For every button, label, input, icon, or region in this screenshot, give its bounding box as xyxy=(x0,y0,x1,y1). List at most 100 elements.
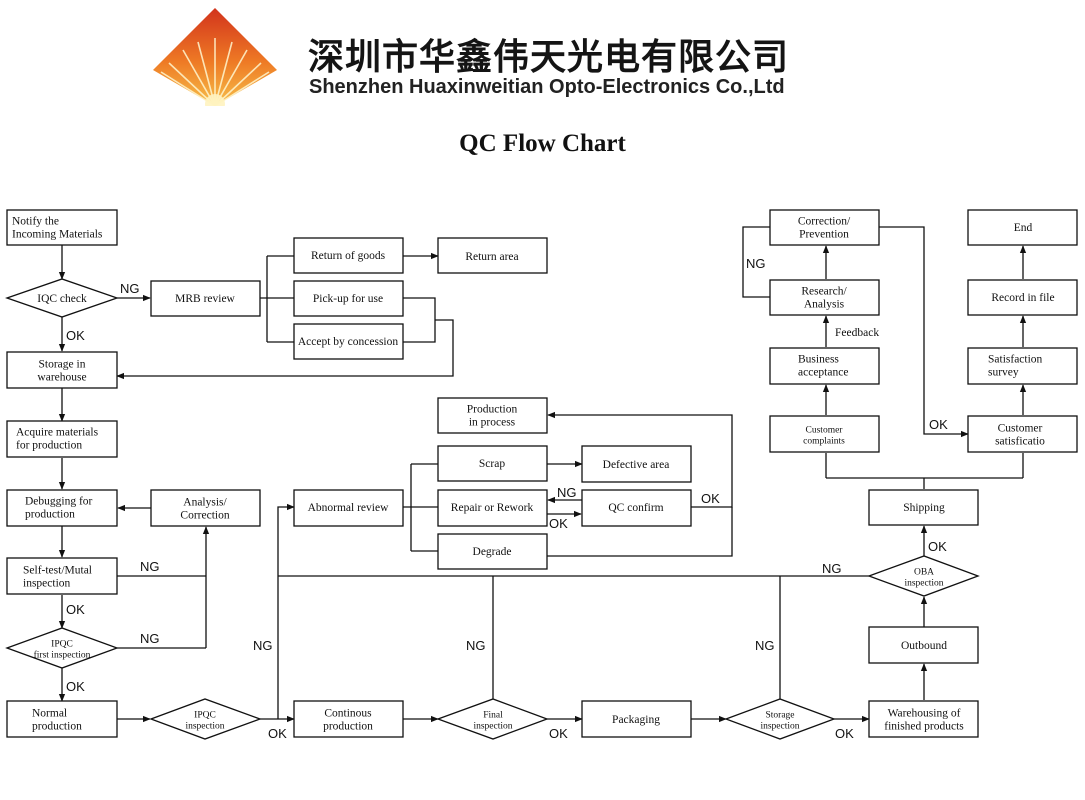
node-degrade-box xyxy=(437,533,548,570)
research-label: Research/Analysis xyxy=(801,286,847,311)
node-debug-box xyxy=(6,489,118,527)
node-selftest-box xyxy=(6,557,118,595)
edge-pickup-concession-join xyxy=(403,297,436,343)
record-label: Record in file xyxy=(991,292,1054,304)
node-storage-box xyxy=(6,351,118,389)
pickup-label: Pick-up for use xyxy=(313,293,383,305)
edge-degrade-join xyxy=(547,507,733,557)
node-packaging-box xyxy=(581,700,692,738)
ok-label-ipqc: OK xyxy=(268,726,287,741)
node-prodprocess-box xyxy=(437,397,548,434)
edge-mrb-fan xyxy=(260,255,294,343)
ng-label-selftest: NG xyxy=(140,559,160,574)
iqc-label: IQC check xyxy=(37,293,87,305)
node-shipping-box xyxy=(868,489,979,526)
node-acquire-box xyxy=(6,420,118,458)
flow-connectors xyxy=(58,226,1027,723)
node-oba-diamond xyxy=(867,555,980,597)
node-analysis-box xyxy=(150,489,261,527)
feedback-label: Feedback xyxy=(835,327,879,339)
scrap-label: Scrap xyxy=(479,458,505,470)
node-ipqcfirst-diamond xyxy=(5,627,119,669)
ok-label-iqc: OK xyxy=(66,328,85,343)
node-warehousing-box xyxy=(868,700,979,738)
flow-nodes xyxy=(5,209,1078,740)
company-name-english: Shenzhen Huaxinweitian Opto-Electronics … xyxy=(309,76,785,98)
qcconfirm-label: QC confirm xyxy=(608,502,663,514)
node-normal-box xyxy=(6,700,118,738)
node-concession-box xyxy=(293,323,404,360)
ng-label-ipqcfirst: NG xyxy=(140,631,160,646)
edge-abnormal-fan xyxy=(403,463,438,552)
node-storageinsp-diamond xyxy=(724,698,836,740)
packaging-label: Packaging xyxy=(612,714,660,726)
node-returnarea-box xyxy=(437,237,548,274)
node-abnormal-box xyxy=(293,489,404,527)
node-qcconfirm-box xyxy=(581,489,692,527)
node-research-box xyxy=(769,279,880,316)
node-defective-box xyxy=(581,445,692,483)
ng-label-research: NG xyxy=(746,256,766,271)
ng-label-oba: NG xyxy=(822,561,842,576)
page-header: 深圳市华鑫伟天光电有限公司 Shenzhen Huaxinweitian Opt… xyxy=(0,0,1085,110)
degrade-label: Degrade xyxy=(473,546,512,558)
edge-correction-to-satisfaction xyxy=(879,226,969,438)
ok-label-qc: OK xyxy=(701,491,720,506)
ok-label-ipqcfirst: OK xyxy=(66,679,85,694)
edge-shipping-split xyxy=(825,453,1024,489)
concession-label: Accept by concession xyxy=(298,336,399,348)
ok-label-repair: OK xyxy=(549,516,568,531)
correction-label: Correction/Prevention xyxy=(798,216,851,241)
ng-label-iqc: NG xyxy=(120,281,140,296)
node-final-diamond xyxy=(436,698,549,740)
company-name-chinese: 深圳市华鑫伟天光电有限公司 xyxy=(308,37,790,78)
ng-label-qc: NG xyxy=(557,485,577,500)
edge-qc-to-prodprocess xyxy=(547,411,733,508)
shipping-label: Shipping xyxy=(903,502,945,514)
node-outbound-box xyxy=(868,626,979,664)
ng-label-ipqc: NG xyxy=(253,638,273,653)
defective-label: Defective area xyxy=(603,459,670,471)
edge-to-storage xyxy=(116,319,454,380)
node-complaints-box xyxy=(769,415,880,453)
node-continuous-box xyxy=(293,700,404,738)
node-end-box xyxy=(967,209,1078,246)
node-scrap-box xyxy=(437,445,548,482)
ng-label-final: NG xyxy=(466,638,486,653)
node-returngoods-box xyxy=(293,237,404,274)
node-business-box xyxy=(769,347,880,385)
node-repair-box xyxy=(437,489,548,527)
outbound-label: Outbound xyxy=(901,640,947,652)
ok-label-final: OK xyxy=(549,726,568,741)
mrb-label: MRB review xyxy=(175,293,235,305)
returnarea-label: Return area xyxy=(465,251,518,263)
repair-label: Repair or Rework xyxy=(451,502,534,514)
page-title: QC Flow Chart xyxy=(459,130,626,157)
flow-edge-labels: NG OK NG OK NG OK NG OK NG OK NG OK NG O… xyxy=(66,256,948,741)
node-correction-box xyxy=(769,209,880,246)
node-pickup-box xyxy=(293,280,404,317)
ok-label-oba: OK xyxy=(928,539,947,554)
node-satisfaction-box xyxy=(967,415,1078,453)
returngoods-label: Return of goods xyxy=(311,250,386,262)
edge-ipqc-ng-up xyxy=(277,503,295,719)
abnormal-label: Abnormal review xyxy=(308,502,389,514)
node-ipqc-diamond xyxy=(149,698,262,740)
node-survey-box xyxy=(967,347,1078,385)
ok-label-storageinsp: OK xyxy=(835,726,854,741)
end-label: End xyxy=(1014,222,1033,234)
